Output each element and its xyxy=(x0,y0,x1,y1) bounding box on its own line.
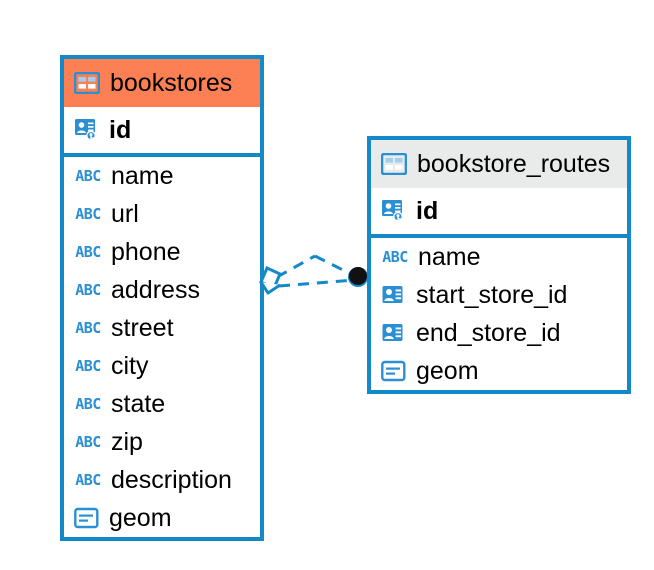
primary-key-separator xyxy=(64,153,260,157)
table-icon xyxy=(381,153,407,175)
column-row-geom[interactable]: geom xyxy=(64,499,260,537)
abc-text-icon: ABC xyxy=(75,242,101,261)
entity-name-label: bookstore_routes xyxy=(417,149,611,178)
column-name-label: end_store_id xyxy=(416,318,561,347)
abc-text-icon: ABC xyxy=(75,470,101,489)
column-name-label: geom xyxy=(109,503,172,532)
abc-text-icon: ABC xyxy=(75,432,101,451)
geometry-icon xyxy=(381,360,407,382)
abc-text-icon: ABC xyxy=(75,318,101,337)
abc-text-icon: ABC xyxy=(75,204,101,223)
table-icon xyxy=(74,72,100,94)
column-name-label: start_store_id xyxy=(416,280,568,309)
primary-key-icon xyxy=(381,199,407,223)
column-name-label: geom xyxy=(416,356,479,385)
column-row-state[interactable]: ABC state xyxy=(64,385,260,423)
column-row-url[interactable]: ABC url xyxy=(64,195,260,233)
column-row-id[interactable]: id xyxy=(371,188,627,234)
entity-bookstores[interactable]: bookstores id ABC name ABC xyxy=(60,55,264,541)
column-name-label: address xyxy=(111,275,200,304)
column-row-start-store-id[interactable]: start_store_id xyxy=(371,276,627,314)
column-row-city[interactable]: ABC city xyxy=(64,347,260,385)
filled-circle-endpoint xyxy=(348,267,368,287)
entity-bookstores-header[interactable]: bookstores xyxy=(64,59,260,107)
abc-text-icon: ABC xyxy=(75,356,101,375)
abc-text-icon: ABC xyxy=(75,394,101,413)
entity-bookstore-routes[interactable]: bookstore_routes id ABC name xyxy=(367,136,631,394)
column-name-label: url xyxy=(111,199,139,228)
abc-text-icon: ABC xyxy=(75,166,101,185)
column-row-zip[interactable]: ABC zip xyxy=(64,423,260,461)
column-name-label: street xyxy=(111,313,174,342)
relationship-connector[interactable] xyxy=(255,240,385,315)
column-name-label: state xyxy=(111,389,166,418)
column-name-label: name xyxy=(111,161,174,190)
column-name-label: description xyxy=(111,465,232,494)
column-row-geom[interactable]: geom xyxy=(371,352,627,390)
column-row-address[interactable]: ABC address xyxy=(64,271,260,309)
entity-name-label: bookstores xyxy=(110,68,233,97)
relationship-line-upper-left xyxy=(276,254,316,279)
column-row-description[interactable]: ABC description xyxy=(64,461,260,499)
column-name-label: name xyxy=(418,242,481,271)
primary-key-separator xyxy=(371,234,627,238)
abc-text-icon: ABC xyxy=(75,280,101,299)
column-name-label: city xyxy=(111,351,149,380)
foreign-key-icon xyxy=(381,322,407,344)
column-name-label: phone xyxy=(111,237,181,266)
relationship-line-lower xyxy=(278,278,356,288)
abc-text-icon: ABC xyxy=(382,247,408,266)
column-row-id[interactable]: id xyxy=(64,107,260,153)
column-name-label: id xyxy=(109,115,132,144)
column-row-name[interactable]: ABC name xyxy=(64,157,260,195)
primary-key-icon xyxy=(74,118,100,142)
column-row-street[interactable]: ABC street xyxy=(64,309,260,347)
relationship-line-upper-right xyxy=(314,254,356,278)
entity-bookstore-routes-header[interactable]: bookstore_routes xyxy=(371,140,627,188)
column-row-phone[interactable]: ABC phone xyxy=(64,233,260,271)
entity-bookstores-columns: ABC name ABC url ABC phone ABC address A… xyxy=(64,157,260,537)
foreign-key-icon xyxy=(381,284,407,306)
column-row-name[interactable]: ABC name xyxy=(371,238,627,276)
column-name-label: zip xyxy=(111,427,143,456)
entity-bookstore-routes-columns: ABC name start_store_id xyxy=(371,238,627,390)
column-row-end-store-id[interactable]: end_store_id xyxy=(371,314,627,352)
geometry-icon xyxy=(74,507,100,529)
column-name-label: id xyxy=(416,196,439,225)
